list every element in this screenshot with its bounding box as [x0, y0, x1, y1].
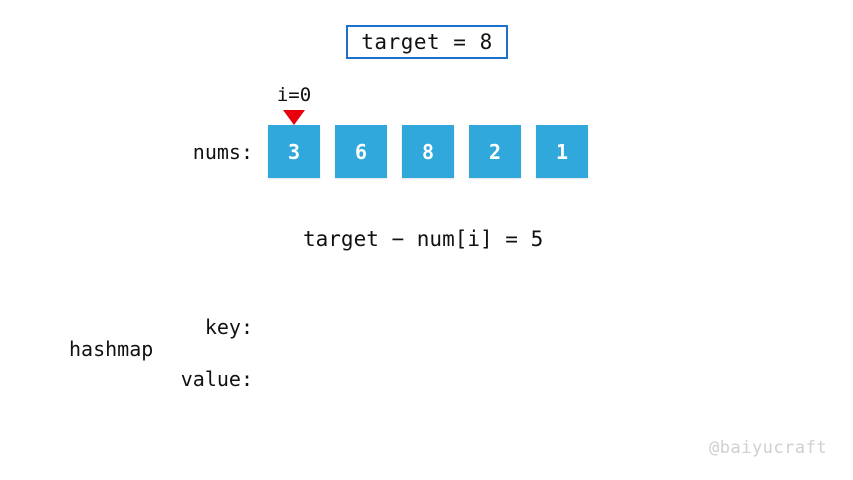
nums-array: 3 6 8 2 1 — [268, 125, 588, 178]
hashmap-key-label: key: — [204, 315, 253, 339]
array-cell: 6 — [335, 125, 387, 178]
nums-label: nums: — [192, 140, 253, 164]
array-cell: 2 — [469, 125, 521, 178]
array-cell: 8 — [402, 125, 454, 178]
target-value-box: target = 8 — [346, 25, 508, 59]
triangle-down-icon — [283, 110, 305, 125]
hashmap-value-label: value: — [180, 367, 253, 391]
array-cell: 3 — [268, 125, 320, 178]
complement-formula: target − num[i] = 5 — [303, 227, 544, 251]
hashmap-label: hashmap — [69, 337, 154, 361]
index-pointer-label: i=0 — [276, 84, 312, 106]
array-cell: 1 — [536, 125, 588, 178]
watermark: @baiyucraft — [709, 438, 828, 458]
